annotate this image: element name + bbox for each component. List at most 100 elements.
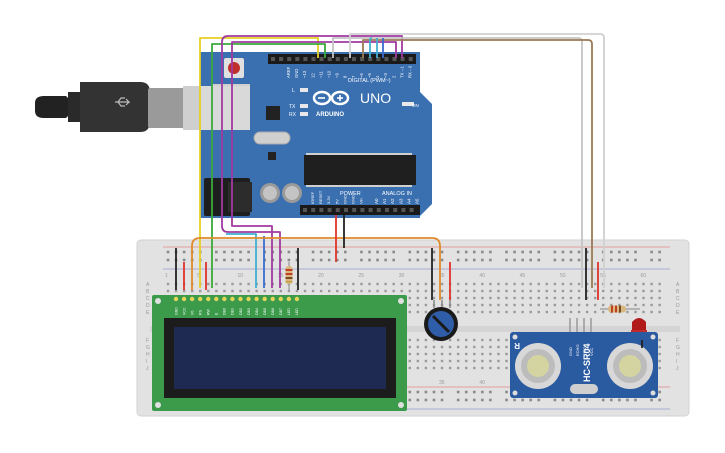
led-tx-label: TX	[289, 104, 296, 110]
row-label: E	[146, 310, 150, 316]
lcd-pin-label: RW	[207, 308, 211, 315]
row-label: H	[146, 352, 150, 358]
lcd-pin-label: DB2	[239, 308, 243, 315]
analog-pin-label: A4	[406, 198, 411, 204]
digital-pin-label: ~3	[383, 73, 388, 78]
digital-pins-label: DIGITAL (PWM~)	[348, 78, 391, 84]
lcd-pin-label: DB7	[279, 308, 283, 315]
lcd-pin-label: DB4	[255, 308, 259, 315]
usb-cable-icon	[35, 82, 223, 132]
row-label: C	[676, 296, 680, 302]
lcd-pin-label: VCC	[182, 307, 186, 315]
column-number: 40	[479, 380, 485, 386]
row-label: B	[676, 289, 680, 295]
analog-pin-label: A2	[390, 198, 395, 204]
column-number: 35	[439, 273, 445, 279]
row-label: G	[676, 345, 680, 351]
led-l-label: L	[292, 88, 295, 94]
digital-pin-label: RX←0	[408, 65, 413, 78]
digital-pin-label: 4	[375, 75, 380, 78]
power-pins-label: POWER	[340, 191, 361, 197]
analog-pin-label: A5	[415, 198, 420, 204]
analog-pins-label: ANALOG IN	[382, 191, 412, 197]
lcd-pin-label: DB1	[231, 308, 235, 315]
analog-pin-label: A3	[398, 198, 403, 204]
digital-pin-label: 12	[310, 73, 315, 78]
column-number: 5	[197, 273, 200, 279]
digital-pin-label: ~13	[302, 70, 307, 78]
digital-pin-label: ~6	[359, 73, 364, 78]
lcd-pin-label: DB0	[223, 308, 227, 315]
digital-pin-label: ~11	[318, 71, 323, 78]
lcd-pin-label: DB6	[271, 308, 275, 315]
resistor-led	[600, 305, 640, 313]
power-pin-label: Vin	[359, 198, 364, 204]
potentiometer	[424, 300, 458, 341]
arduino-logo-text: ARDUINO	[316, 112, 344, 118]
sensor-pin-label: GND	[568, 347, 573, 356]
digital-pin-label: 2	[391, 75, 396, 78]
power-pin-label: 5V	[334, 199, 339, 204]
lcd-pin-label: LED	[287, 308, 291, 315]
arduino-infinity-logo	[312, 90, 350, 106]
sensor-pin-label: ECHO	[575, 344, 580, 356]
lcd-16x2-display: GND VCC V0 RS RW E DB0 DB1 DB2 DB3 DB4 DB5 DB6 DB7 LED…	[152, 295, 407, 411]
row-label: C	[146, 296, 150, 302]
column-number: 30	[399, 273, 405, 279]
row-label: E	[676, 310, 680, 316]
led-on-label: ON	[412, 103, 419, 108]
column-number: 60	[641, 273, 647, 279]
lcd-pin-label: RS	[198, 309, 202, 315]
arduino-uno-board: L TX RX ON ARDUINO UNO DIGITAL (PWM~) PO…	[35, 52, 432, 218]
column-number: 20	[318, 273, 324, 279]
row-label: G	[146, 345, 150, 351]
row-label: J	[676, 366, 679, 372]
row-label: F	[146, 338, 149, 344]
lcd-pin-label: E	[215, 312, 219, 315]
column-number: 40	[479, 273, 485, 279]
row-label: A	[676, 282, 680, 288]
digital-pin-label: AREF	[286, 66, 291, 78]
column-number: 10	[238, 273, 244, 279]
column-number: 1	[165, 273, 168, 279]
wires	[175, 33, 643, 348]
digital-pin-label: GND	[294, 69, 299, 78]
power-pin-label: 3.3V	[326, 195, 331, 204]
row-label: D	[676, 303, 680, 309]
lcd-pin-label: DB5	[263, 308, 267, 315]
column-number: 35	[439, 380, 445, 386]
resistor-lcd-backlight	[285, 262, 293, 290]
digital-pin-label: TX→1	[399, 65, 404, 78]
row-label: H	[676, 352, 680, 358]
analog-pin-label: A0	[374, 198, 379, 204]
power-pin-label: RESET	[318, 190, 323, 204]
row-label: D	[146, 303, 150, 309]
sensor-pin-label: VCC	[589, 347, 594, 356]
digital-pin-label: ~10	[327, 70, 332, 78]
sensor-model-label: HC-SR04	[582, 343, 592, 382]
column-number: 45	[520, 273, 526, 279]
sensor-pin-label: TRIG	[582, 346, 587, 356]
lcd-pin-label: V0	[190, 311, 194, 315]
led-rx-label: RX	[289, 112, 297, 118]
lcd-pin-label: DB3	[247, 308, 251, 315]
row-label: J	[146, 366, 149, 372]
row-label: A	[146, 282, 150, 288]
row-label: B	[146, 289, 150, 295]
analog-pin-label: A1	[382, 198, 387, 204]
column-number: 50	[560, 273, 566, 279]
sensor-logo: R	[514, 341, 520, 350]
digital-pin-label: ~5	[367, 73, 372, 78]
power-pin-label: GND	[342, 195, 347, 204]
row-label: F	[676, 338, 679, 344]
column-number: 25	[358, 273, 364, 279]
lcd-pin-label: LED	[295, 308, 299, 315]
digital-pin-label: 8	[343, 75, 348, 78]
power-pin-label: GND	[351, 195, 356, 204]
digital-pin-label: ~9	[335, 73, 340, 78]
lcd-pin-label: GND	[174, 307, 178, 315]
row-label: I	[676, 359, 677, 365]
power-pin-label: IOREF	[310, 191, 315, 204]
